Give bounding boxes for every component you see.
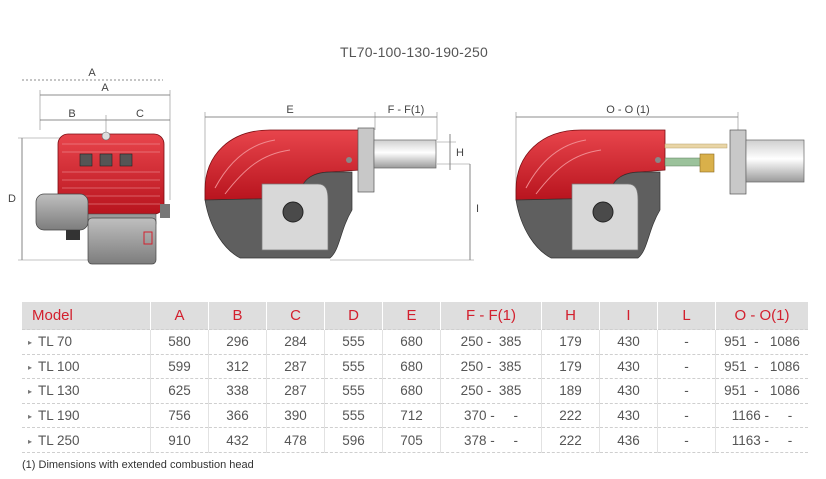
cell-d: 555 — [324, 378, 383, 404]
row-bullet-icon: ▸ — [28, 362, 33, 372]
header-f: F - F(1) — [440, 302, 542, 330]
cell-o: 1163 - - — [715, 427, 808, 453]
cell-f: 250 - 385 — [440, 329, 542, 355]
cell-b: 312 — [208, 353, 267, 379]
cell-c: 390 — [266, 402, 325, 428]
footnote: (1) Dimensions with extended combustion … — [22, 459, 254, 471]
cell-e: 705 — [382, 427, 441, 453]
cell-i: 430 — [599, 378, 658, 404]
cell-o: 1166 - - — [715, 402, 808, 428]
header-e: E — [382, 302, 441, 330]
table-header-row: Model A B C D E F - F(1) H I L O - O(1) — [22, 302, 808, 330]
dim-e-label: E — [286, 104, 293, 116]
cell-f: 250 - 385 — [440, 353, 542, 379]
cell-i: 430 — [599, 402, 658, 428]
cell-l: - — [657, 353, 716, 379]
cell-h: 222 — [541, 427, 600, 453]
header-l: L — [657, 302, 716, 330]
cell-l: - — [657, 427, 716, 453]
cell-b: 366 — [208, 402, 267, 428]
cell-e: 680 — [382, 378, 441, 404]
dim-h-label: H — [456, 147, 464, 159]
cell-f: 378 - - — [440, 427, 542, 453]
cell-c: 478 — [266, 427, 325, 453]
cell-i: 430 — [599, 353, 658, 379]
cell-o: 951 - 1086 — [715, 329, 808, 355]
cell-f: 370 - - — [440, 402, 542, 428]
dim-b-label: B — [68, 108, 75, 120]
cell-i: 436 — [599, 427, 658, 453]
header-h: H — [541, 302, 600, 330]
side-view-extended-drawing: O - O (1) — [515, 104, 805, 259]
cell-model: ▸TL 190 — [22, 402, 151, 428]
cell-a: 599 — [150, 353, 209, 379]
cell-e: 680 — [382, 329, 441, 355]
page-title: TL70-100-130-190-250 — [340, 44, 488, 60]
side-view-drawing: E F - F(1) H I — [204, 104, 479, 261]
dim-i-label: I — [476, 203, 479, 215]
cell-b: 338 — [208, 378, 267, 404]
cell-h: 189 — [541, 378, 600, 404]
dim-f-label: F - F(1) — [388, 104, 425, 116]
table-row: ▸TL 250 910 432 478 596 705 378 - - 222 … — [22, 427, 808, 453]
cell-o: 951 - 1086 — [715, 353, 808, 379]
header-c: C — [266, 302, 325, 330]
table-row: ▸TL 100 599 312 287 555 680 250 - 385 17… — [22, 353, 808, 379]
burner-drawings: A A B C D — [8, 67, 805, 265]
cell-c: 284 — [266, 329, 325, 355]
cell-i: 430 — [599, 329, 658, 355]
row-bullet-icon: ▸ — [28, 412, 33, 422]
cell-d: 555 — [324, 353, 383, 379]
header-d: D — [324, 302, 383, 330]
cell-f: 250 - 385 — [440, 378, 542, 404]
cell-b: 432 — [208, 427, 267, 453]
row-bullet-icon: ▸ — [28, 387, 33, 397]
table-row: ▸TL 190 756 366 390 555 712 370 - - 222 … — [22, 402, 808, 428]
cell-e: 680 — [382, 353, 441, 379]
row-bullet-icon: ▸ — [28, 436, 33, 446]
row-bullet-icon: ▸ — [28, 338, 33, 348]
cell-a: 625 — [150, 378, 209, 404]
cell-a: 910 — [150, 427, 209, 453]
header-b: B — [208, 302, 267, 330]
cell-l: - — [657, 378, 716, 404]
cell-d: 555 — [324, 329, 383, 355]
cell-h: 222 — [541, 402, 600, 428]
cell-h: 179 — [541, 329, 600, 355]
cell-c: 287 — [266, 353, 325, 379]
cell-c: 287 — [266, 378, 325, 404]
dim-o-label: O - O (1) — [606, 104, 649, 116]
dim-a-outer-label: A — [88, 67, 96, 79]
cell-a: 580 — [150, 329, 209, 355]
header-o: O - O(1) — [715, 302, 808, 330]
table-row: ▸TL 130 625 338 287 555 680 250 - 385 18… — [22, 378, 808, 404]
dim-c-label: C — [136, 108, 144, 120]
cell-l: - — [657, 402, 716, 428]
cell-d: 596 — [324, 427, 383, 453]
cell-h: 179 — [541, 353, 600, 379]
cell-b: 296 — [208, 329, 267, 355]
cell-model: ▸TL 70 — [22, 329, 151, 355]
dimensions-table: Model A B C D E F - F(1) H I L O - O(1) … — [22, 302, 808, 453]
header-i: I — [599, 302, 658, 330]
cell-model: ▸TL 250 — [22, 427, 151, 453]
dim-d-label: D — [8, 193, 16, 205]
table-row: ▸TL 70 580 296 284 555 680 250 - 385 179… — [22, 329, 808, 355]
cell-e: 712 — [382, 402, 441, 428]
cell-model: ▸TL 130 — [22, 378, 151, 404]
header-model: Model — [22, 302, 151, 330]
header-a: A — [150, 302, 209, 330]
cell-d: 555 — [324, 402, 383, 428]
cell-a: 756 — [150, 402, 209, 428]
cell-l: - — [657, 329, 716, 355]
cell-o: 951 - 1086 — [715, 378, 808, 404]
cell-model: ▸TL 100 — [22, 353, 151, 379]
front-view-drawing: A A B C D — [8, 67, 171, 265]
dim-a-inner-label: A — [101, 82, 109, 94]
